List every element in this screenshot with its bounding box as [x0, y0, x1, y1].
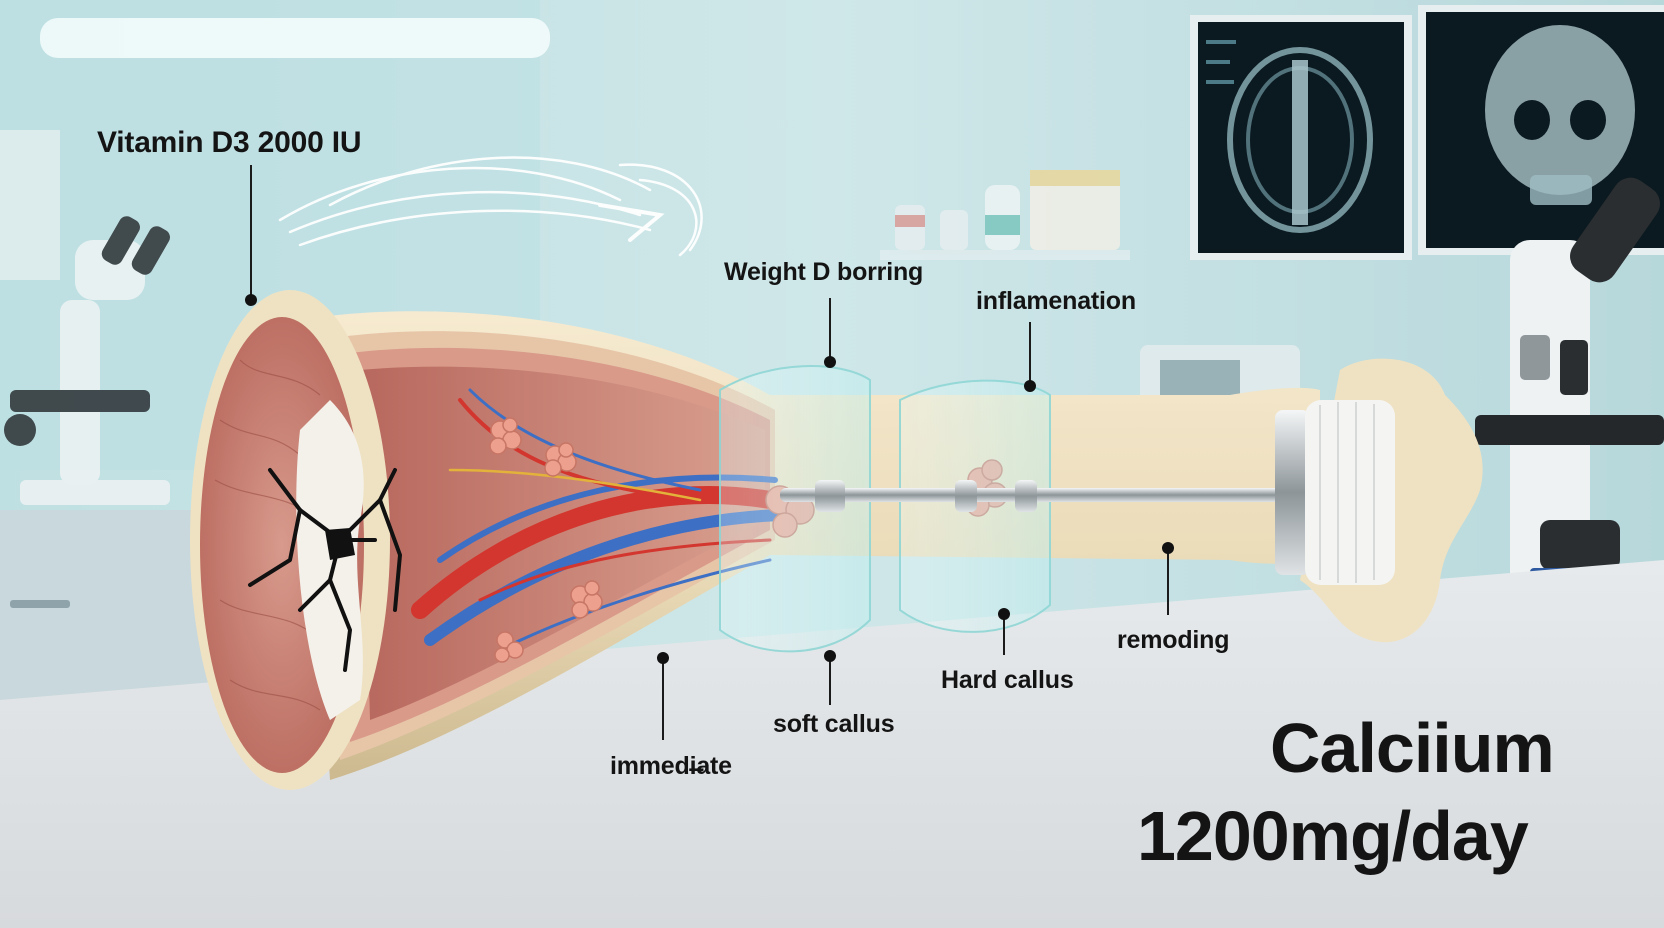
fixation-rod [780, 488, 1330, 502]
leader-dot-remoding [1162, 542, 1174, 554]
bone-model [190, 290, 1483, 790]
leader-dot-vitamin [245, 294, 257, 306]
leader-dot-inflamenation [1024, 380, 1036, 392]
calcium-title: Calciium [1270, 709, 1555, 787]
label-hard-callus: Hard callus [941, 666, 1074, 694]
leader-dot-hard-callus [998, 608, 1010, 620]
leader-hard-callus [1003, 615, 1005, 655]
label-immediate: immedi⁠̶ate [610, 752, 732, 780]
ceiling-light [40, 18, 550, 58]
motion-swirl-arrow [278, 156, 703, 257]
lab-counter [0, 560, 1664, 928]
metal-collar [1275, 410, 1310, 575]
wall-cabinet [0, 130, 60, 280]
glass-ring-1 [719, 365, 871, 653]
leader-weight [829, 298, 831, 360]
leader-vitamin [250, 165, 252, 295]
leader-immediate [662, 660, 664, 740]
label-inflamenation: inflamenation [976, 287, 1136, 315]
bandage-wrap [1305, 400, 1395, 585]
label-weight-bearing: Weight D borring [724, 258, 924, 286]
lab-shelf [880, 170, 1130, 260]
leader-dot-immediate [657, 652, 669, 664]
drawer-handle [10, 600, 70, 608]
leader-inflamenation [1029, 322, 1031, 384]
leader-soft-callus [829, 655, 831, 705]
leader-dot-weight [824, 356, 836, 368]
label-soft-callus: soft callus [773, 710, 895, 738]
microscope-right [1470, 177, 1664, 635]
leader-remoding [1167, 550, 1169, 615]
leader-dot-soft-callus [824, 650, 836, 662]
fracture-crack [248, 468, 402, 672]
calcium-dose: 1200mg/day [1137, 797, 1529, 875]
label-vitamin-d3: Vitamin D3 2000 IU [97, 126, 362, 159]
label-remoding: remoding [1117, 626, 1230, 654]
xray-panel-spine [1190, 15, 1412, 260]
microscope-left [4, 216, 170, 505]
